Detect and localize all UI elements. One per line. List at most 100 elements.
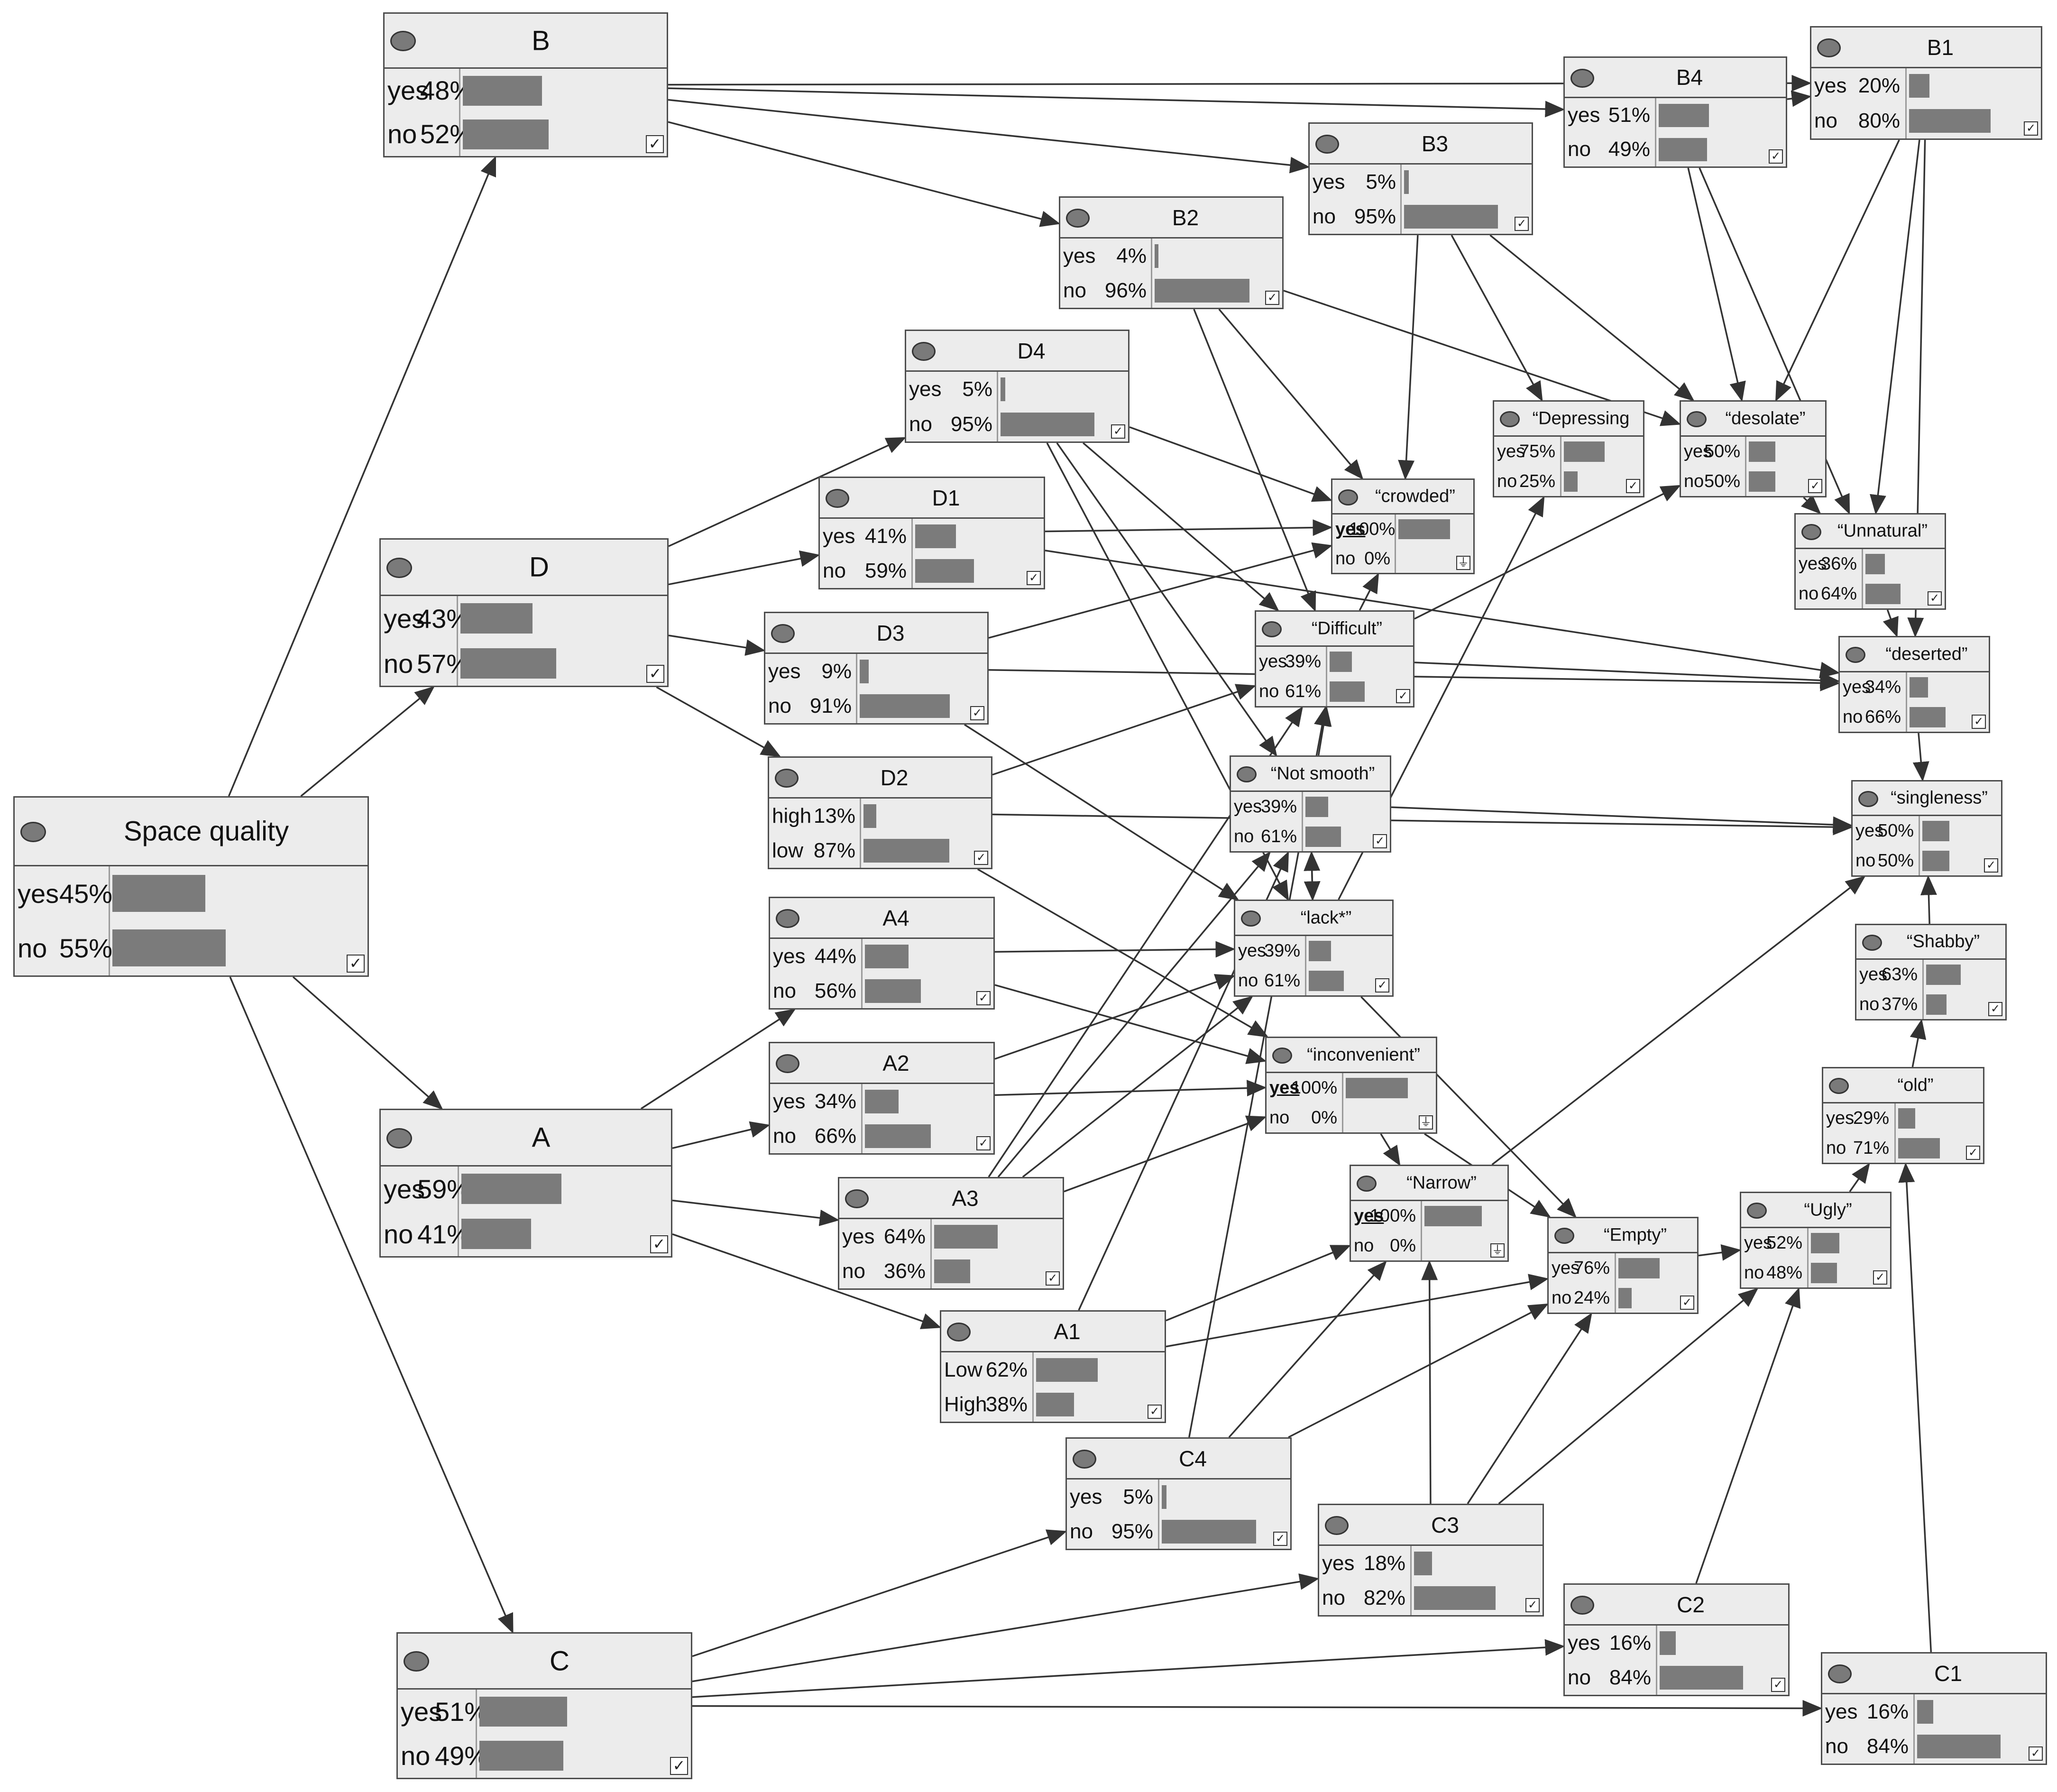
checkbox-icon[interactable]: ✓ bbox=[1027, 571, 1041, 585]
checkbox-icon[interactable]: ✓ bbox=[1273, 1532, 1287, 1546]
checkbox-icon[interactable]: ✓ bbox=[1626, 479, 1640, 493]
node-header[interactable]: “old” bbox=[1823, 1068, 1983, 1103]
checkbox-icon[interactable]: ✓ bbox=[1928, 591, 1942, 606]
evidence-icon[interactable]: ⏚ bbox=[1456, 556, 1470, 570]
node-header[interactable]: C3 bbox=[1319, 1505, 1543, 1546]
node-header[interactable]: B bbox=[385, 14, 667, 69]
node-header[interactable]: D3 bbox=[765, 613, 987, 654]
node-header[interactable]: “singleness” bbox=[1853, 781, 2001, 816]
checkbox-icon[interactable]: ✓ bbox=[2024, 121, 2038, 136]
node-header[interactable]: “Depressing bbox=[1494, 402, 1643, 437]
node-header[interactable]: B1 bbox=[1811, 28, 2041, 68]
checkbox-icon[interactable]: ✓ bbox=[1988, 1002, 2002, 1016]
checkbox-icon[interactable]: ✓ bbox=[1265, 291, 1279, 305]
node-header[interactable]: A1 bbox=[941, 1312, 1165, 1352]
checkbox-icon[interactable]: ✓ bbox=[650, 1235, 668, 1253]
checkbox-icon[interactable]: ✓ bbox=[1525, 1598, 1540, 1612]
node-header[interactable]: “Not smooth” bbox=[1231, 757, 1390, 792]
evidence-icon[interactable]: ⏚ bbox=[1490, 1243, 1505, 1258]
node-header[interactable]: A3 bbox=[839, 1178, 1063, 1219]
node-header[interactable]: “desolate” bbox=[1681, 402, 1825, 437]
node-header[interactable]: C2 bbox=[1565, 1585, 1788, 1626]
checkbox-icon[interactable]: ✓ bbox=[1375, 978, 1389, 992]
checkbox-icon[interactable]: ✓ bbox=[1972, 715, 1986, 729]
checkbox-icon[interactable]: ✓ bbox=[976, 991, 991, 1005]
node-header[interactable]: D4 bbox=[906, 331, 1128, 372]
evidence-icon[interactable]: ⏚ bbox=[1419, 1115, 1433, 1130]
node-header[interactable]: “lack*” bbox=[1235, 901, 1392, 936]
node-header[interactable]: A4 bbox=[770, 898, 993, 939]
node-header[interactable]: B3 bbox=[1310, 124, 1532, 165]
checkbox-icon[interactable]: ✓ bbox=[2029, 1746, 2043, 1761]
node-header[interactable]: “crowded” bbox=[1332, 480, 1473, 515]
checkbox-icon[interactable]: ✓ bbox=[1111, 424, 1125, 439]
checkbox-icon[interactable]: ✓ bbox=[976, 1136, 991, 1150]
node-header[interactable]: D1 bbox=[820, 478, 1044, 519]
checkbox-icon[interactable]: ✓ bbox=[974, 851, 988, 865]
node-header[interactable]: B2 bbox=[1060, 198, 1282, 239]
checkbox-icon[interactable]: ✓ bbox=[1873, 1270, 1887, 1285]
checkbox-icon[interactable]: ✓ bbox=[1808, 479, 1822, 493]
node-header[interactable]: “deserted” bbox=[1840, 637, 1989, 672]
